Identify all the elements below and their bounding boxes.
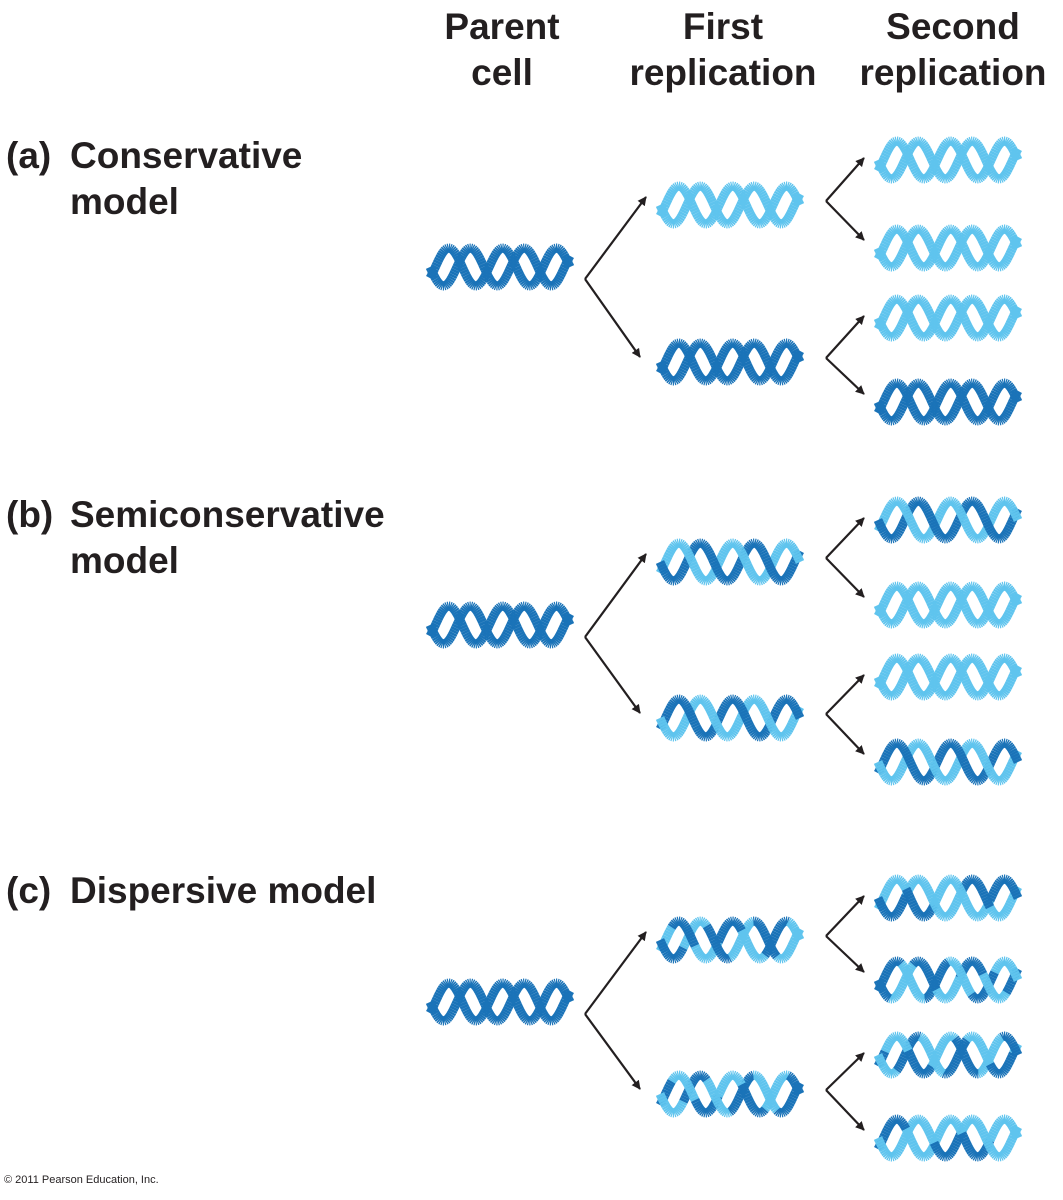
conservative-second-helix-2 [873,224,1023,272]
label-semiconservative-model: (b) Semiconservative model [6,492,385,584]
semiconservative-arrow-first1-to-second1 [825,517,865,559]
label-dispersive-line1: Dispersive model [70,870,377,911]
label-tag-c: (c) [6,870,52,911]
semiconservative-second-helix-3 [873,653,1023,701]
conservative-arrow-parent-to-first-top [584,196,647,280]
header-second-line2: replication [859,52,1047,93]
header-second-replication: Second replication [833,4,1063,96]
label-semiconservative-line2: model [70,540,179,581]
semiconservative-arrow-first1-to-second2 [825,557,865,598]
dispersive-arrow-parent-to-first-bottom [584,1013,641,1090]
label-tag-b: (b) [6,494,54,535]
dispersive-second-helix-4 [873,1114,1023,1162]
dispersive-arrow-first1-to-second2 [825,935,865,973]
dispersive-second-helix-2 [873,956,1023,1004]
conservative-first-helix-2 [655,338,805,386]
dispersive-second-helix-3 [873,1031,1023,1079]
conservative-second-helix-1 [873,136,1023,184]
semiconservative-arrow-parent-to-first-top [584,553,647,638]
label-dispersive-model: (c) Dispersive model [6,868,376,914]
semiconservative-first-helix-2 [655,694,805,742]
conservative-arrow-parent-to-first-bottom [584,278,641,358]
conservative-arrow-first1-to-second2 [825,200,865,241]
semiconservative-second-helix-4 [873,738,1023,786]
arrow-layer [584,157,865,1131]
label-tag-a: (a) [6,135,52,176]
conservative-arrow-first2-to-second4 [825,357,865,395]
semiconservative-arrow-first2-to-second4 [825,713,865,755]
conservative-second-helix-3 [873,294,1023,342]
dispersive-arrow-first1-to-second1 [825,895,865,937]
header-parent-line1: Parent [444,6,560,47]
conservative-parent-helix [425,243,575,291]
semiconservative-parent-helix [425,601,575,649]
header-parent-line2: cell [471,52,533,93]
header-first-replication: First replication [603,4,843,96]
dispersive-parent-helix [425,978,575,1026]
label-conservative-model: (a) Conservative model [6,133,302,225]
dispersive-arrow-first2-to-second3 [825,1052,865,1091]
dispersive-first-helix-1 [655,916,805,964]
label-conservative-line2: model [70,181,179,222]
dispersive-first-helix-2 [655,1070,805,1118]
semiconservative-second-helix-2 [873,581,1023,629]
semiconservative-first-helix-1 [655,538,805,586]
header-parent-cell: Parent cell [382,4,622,96]
semiconservative-arrow-parent-to-first-bottom [584,636,641,714]
semiconservative-second-helix-1 [873,496,1023,544]
label-semiconservative-line1: Semiconservative [70,494,385,535]
label-conservative-line1: Conservative [70,135,303,176]
dispersive-arrow-parent-to-first-top [584,931,647,1015]
conservative-first-helix-1 [655,181,805,229]
conservative-second-helix-4 [873,378,1023,426]
dispersive-second-helix-1 [873,874,1023,922]
conservative-arrow-first1-to-second1 [825,157,865,202]
header-first-line1: First [682,6,764,47]
helix-layer [425,136,1023,1162]
conservative-arrow-first2-to-second3 [825,315,865,359]
dispersive-arrow-first2-to-second4 [825,1089,865,1131]
copyright-notice: © 2011 Pearson Education, Inc. [4,1174,159,1186]
header-first-line2: replication [629,52,817,93]
header-second-line1: Second [886,6,1020,47]
semiconservative-arrow-first2-to-second3 [825,674,865,715]
